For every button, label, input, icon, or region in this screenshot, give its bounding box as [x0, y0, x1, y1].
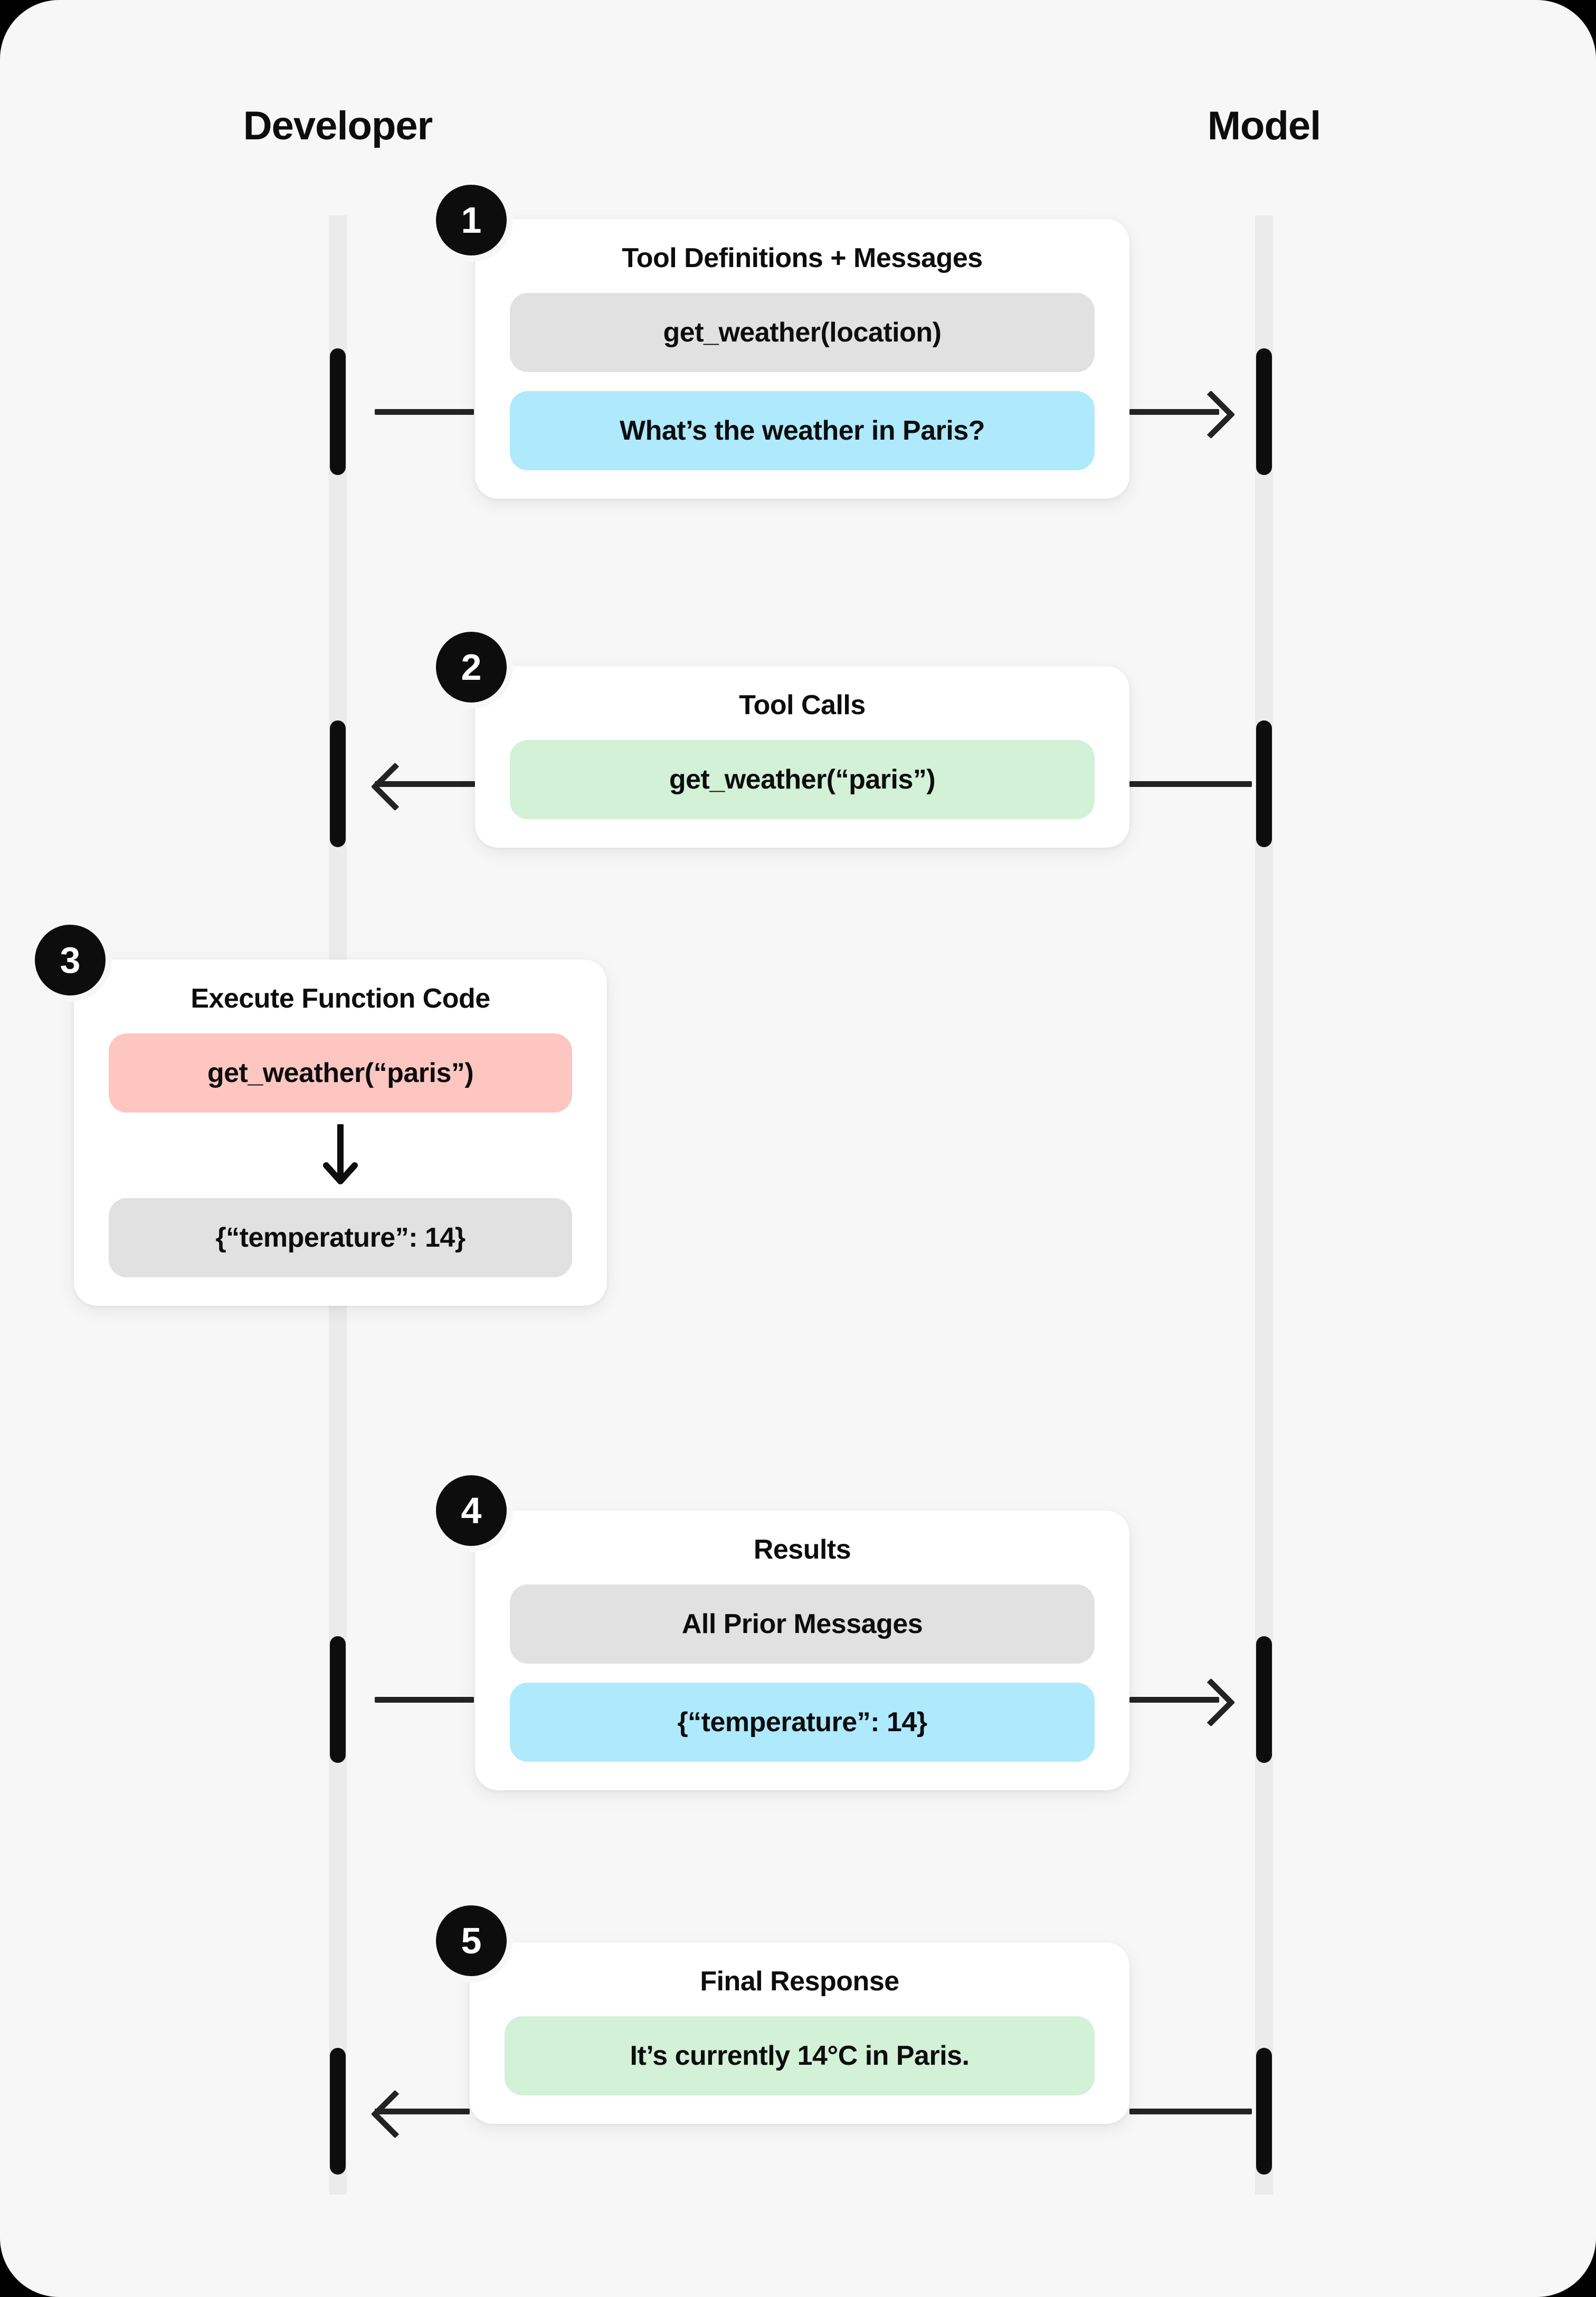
step-card-2: Tool Calls get_weather(“paris”)	[475, 666, 1129, 848]
arrow-right-icon-step-1	[1186, 390, 1236, 439]
activation-bar-developer-step-2	[330, 720, 346, 847]
step-card-5-pill-assistant-reply: It’s currently 14°C in Paris.	[505, 2016, 1095, 2095]
step-badge-4: 4	[436, 1475, 507, 1546]
step-badge-2: 2	[436, 632, 507, 703]
connector-line-step-2-left	[375, 781, 475, 787]
column-header-model: Model	[1207, 103, 1322, 148]
step-card-5-title: Final Response	[700, 1966, 899, 1997]
activation-bar-model-step-2	[1256, 720, 1272, 847]
step-card-3-pill-function-invocation: get_weather(“paris”)	[109, 1033, 572, 1113]
step-badge-5: 5	[436, 1905, 507, 1976]
lifeline-model	[1255, 215, 1273, 2195]
column-header-developer: Developer	[243, 103, 433, 148]
activation-bar-developer-step-5	[330, 2048, 346, 2175]
connector-line-step-4-right	[1129, 1697, 1219, 1703]
step-card-2-title: Tool Calls	[739, 690, 866, 720]
step-badge-3: 3	[35, 925, 106, 995]
step-card-3-pill-function-output: {“temperature”: 14}	[109, 1198, 572, 1277]
step-badge-1: 1	[436, 185, 507, 255]
activation-bar-model-step-5	[1256, 2048, 1272, 2175]
activation-bar-developer-step-4	[330, 1636, 346, 1763]
arrow-right-icon-step-4	[1186, 1678, 1236, 1727]
step-card-3: Execute Function Code get_weather(“paris…	[74, 960, 607, 1306]
arrow-left-icon-step-5	[370, 2090, 420, 2139]
step-card-1-pill-user-message: What’s the weather in Paris?	[510, 391, 1095, 470]
step-card-4-pill-prior-messages: All Prior Messages	[510, 1584, 1095, 1664]
step-card-5: Final Response It’s currently 14°C in Pa…	[470, 1942, 1129, 2124]
step-card-1-pill-tool-definition: get_weather(location)	[510, 293, 1095, 372]
activation-bar-model-step-4	[1256, 1636, 1272, 1763]
step-card-1: Tool Definitions + Messages get_weather(…	[475, 219, 1129, 499]
connector-line-step-2-right	[1129, 781, 1252, 787]
step-card-4: Results All Prior Messages {“temperature…	[475, 1511, 1129, 1790]
step-card-2-pill-tool-call: get_weather(“paris”)	[510, 740, 1095, 819]
step-card-4-title: Results	[753, 1534, 851, 1565]
activation-bar-model-step-1	[1256, 348, 1272, 475]
step-card-3-title: Execute Function Code	[191, 983, 490, 1014]
step-card-1-title: Tool Definitions + Messages	[622, 243, 983, 273]
connector-line-step-5-left	[375, 2109, 470, 2114]
connector-line-step-1-left	[375, 409, 474, 415]
step-card-4-pill-tool-result: {“temperature”: 14}	[510, 1683, 1095, 1762]
arrow-down-icon-step-3	[323, 1124, 358, 1184]
connector-line-step-5-right	[1129, 2109, 1252, 2114]
connector-line-step-1-right	[1129, 409, 1219, 415]
connector-line-step-4-left	[375, 1697, 474, 1703]
activation-bar-developer-step-1	[330, 348, 346, 475]
arrow-left-icon-step-2	[370, 762, 420, 811]
